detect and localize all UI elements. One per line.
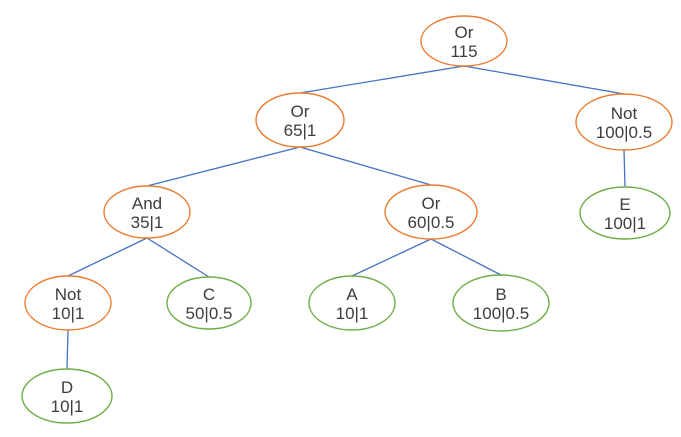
tree-edge-and-35-c [146, 237, 210, 278]
tree-edge-or-60-a [351, 238, 432, 277]
node-value: 115 [450, 42, 477, 61]
tree-edge-or-65-and-35 [146, 146, 301, 187]
node-label: A [346, 285, 358, 304]
tree-node-a: A10|1 [308, 275, 396, 331]
leaf-node-shape [579, 186, 671, 240]
tree-node-d: D10|1 [21, 368, 113, 424]
node-value: 50|0.5 [186, 304, 233, 323]
tree-edge-or-65-or-60 [299, 146, 432, 186]
leaf-node-shape [452, 274, 550, 332]
node-value: 100|1 [604, 214, 646, 233]
node-value: 10|1 [52, 304, 85, 323]
tree-edge-not-10-d [66, 329, 69, 370]
node-value: 10|1 [51, 397, 84, 416]
operator-node-shape [103, 185, 191, 239]
node-value: 60|0.5 [408, 213, 455, 232]
operator-node-shape [420, 15, 508, 67]
tree-edge-and-35-not-10 [67, 237, 148, 277]
leaf-node-shape [308, 275, 396, 331]
leaf-node-shape [21, 368, 113, 424]
tree-edge-or-60-b [430, 238, 502, 276]
operator-node-shape [24, 275, 112, 331]
node-value: 35|1 [131, 213, 164, 232]
node-label: Not [55, 285, 82, 304]
node-value: 10|1 [336, 304, 369, 323]
node-label: And [132, 194, 162, 213]
node-label: Or [422, 194, 441, 213]
node-label: E [619, 195, 630, 214]
tree-edge-or-root-or-65 [299, 65, 465, 94]
node-label: C [203, 285, 215, 304]
node-label: Or [291, 102, 310, 121]
node-value: 100|0.5 [473, 304, 529, 323]
operator-node-shape [255, 92, 345, 148]
node-label: Not [611, 104, 638, 123]
tree-edge-not-100-e [623, 149, 626, 188]
operator-node-shape [384, 184, 478, 240]
node-label: Or [455, 23, 474, 42]
tree-edge-or-root-not-100 [463, 65, 625, 95]
leaf-node-shape [166, 276, 252, 330]
node-value: 65|1 [284, 121, 317, 140]
node-value: 100|0.5 [596, 123, 652, 142]
tree-node-c: C50|0.5 [166, 276, 252, 330]
operator-node-shape [575, 93, 673, 151]
node-label: D [61, 378, 73, 397]
node-label: B [495, 285, 506, 304]
